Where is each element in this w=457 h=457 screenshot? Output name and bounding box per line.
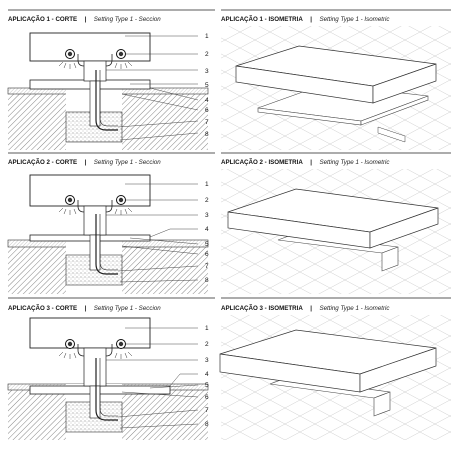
callout-8: 8 [205,131,209,138]
support-post [83,60,107,82]
callout-8: 8 [205,421,209,428]
floating-slab [29,32,151,62]
leader-lines [106,35,199,141]
floating-slab [29,317,151,349]
callout-5: 5 [205,241,209,248]
callout-3: 3 [205,68,209,75]
light-fixture-right [114,195,133,215]
floating-slab [29,174,151,207]
callout-1: 1 [205,181,209,188]
callout-8: 8 [205,277,209,284]
leader-lines [106,183,199,283]
panel-row-2: APLICAÇÃO 2 - CORTE | Setting Type 1 - S… [7,151,451,294]
iso-title-2: APLICAÇÃO 2 - ISOMETRIA | Setting Type 1… [221,151,390,168]
support-post [83,347,107,387]
isometric-drawing-1 [221,26,451,150]
panel-row-1: APLICAÇÃO 1 - CORTE | Setting Type 1 - S… [7,8,451,150]
callout-7: 7 [205,263,209,270]
callouts-1: 1 2 3 4 5 6 7 8 [205,33,209,138]
iso-title-1: APLICAÇÃO 1 - ISOMETRIA | Setting Type 1… [221,8,390,25]
callout-1: 1 [205,33,209,40]
corte-title-3: APLICAÇÃO 3 - CORTE | Setting Type 1 - S… [8,297,161,314]
isometric-drawing-3 [219,315,451,440]
callout-4: 4 [205,226,209,233]
callout-5: 5 [205,82,209,89]
callout-7: 7 [205,407,209,414]
callout-4: 4 [205,97,209,104]
support-post [83,205,107,236]
callout-5: 5 [205,382,209,389]
callout-7: 7 [205,119,209,126]
callout-4: 4 [205,371,209,378]
section-drawing-2 [7,174,209,294]
light-fixture-right [114,339,133,359]
callouts-3: 1 2 3 4 5 6 7 8 [205,325,209,428]
callouts-2: 1 2 3 4 5 6 7 8 [205,181,209,284]
isometric-drawing-2 [221,169,451,294]
callout-6: 6 [205,251,209,258]
leader-lines [106,327,199,429]
light-fixture-left [58,49,77,69]
light-fixture-left [58,195,77,215]
callout-3: 3 [205,212,209,219]
callout-6: 6 [205,107,209,114]
corte-title-2: APLICAÇÃO 2 - CORTE | Setting Type 1 - S… [8,151,161,168]
iso-title-3: APLICAÇÃO 3 - ISOMETRIA | Setting Type 1… [221,297,390,314]
light-fixture-left [58,339,77,359]
callout-2: 2 [205,341,209,348]
callout-1: 1 [205,325,209,332]
section-drawing-3 [7,317,209,440]
callout-2: 2 [205,197,209,204]
light-fixture-right [114,49,133,69]
callout-2: 2 [205,51,209,58]
panel-row-3: APLICAÇÃO 3 - CORTE | Setting Type 1 - S… [7,297,451,440]
callout-6: 6 [205,394,209,401]
callout-3: 3 [205,357,209,364]
section-drawing-1 [7,32,209,150]
corte-title-1: APLICAÇÃO 1 - CORTE | Setting Type 1 - S… [8,8,161,25]
